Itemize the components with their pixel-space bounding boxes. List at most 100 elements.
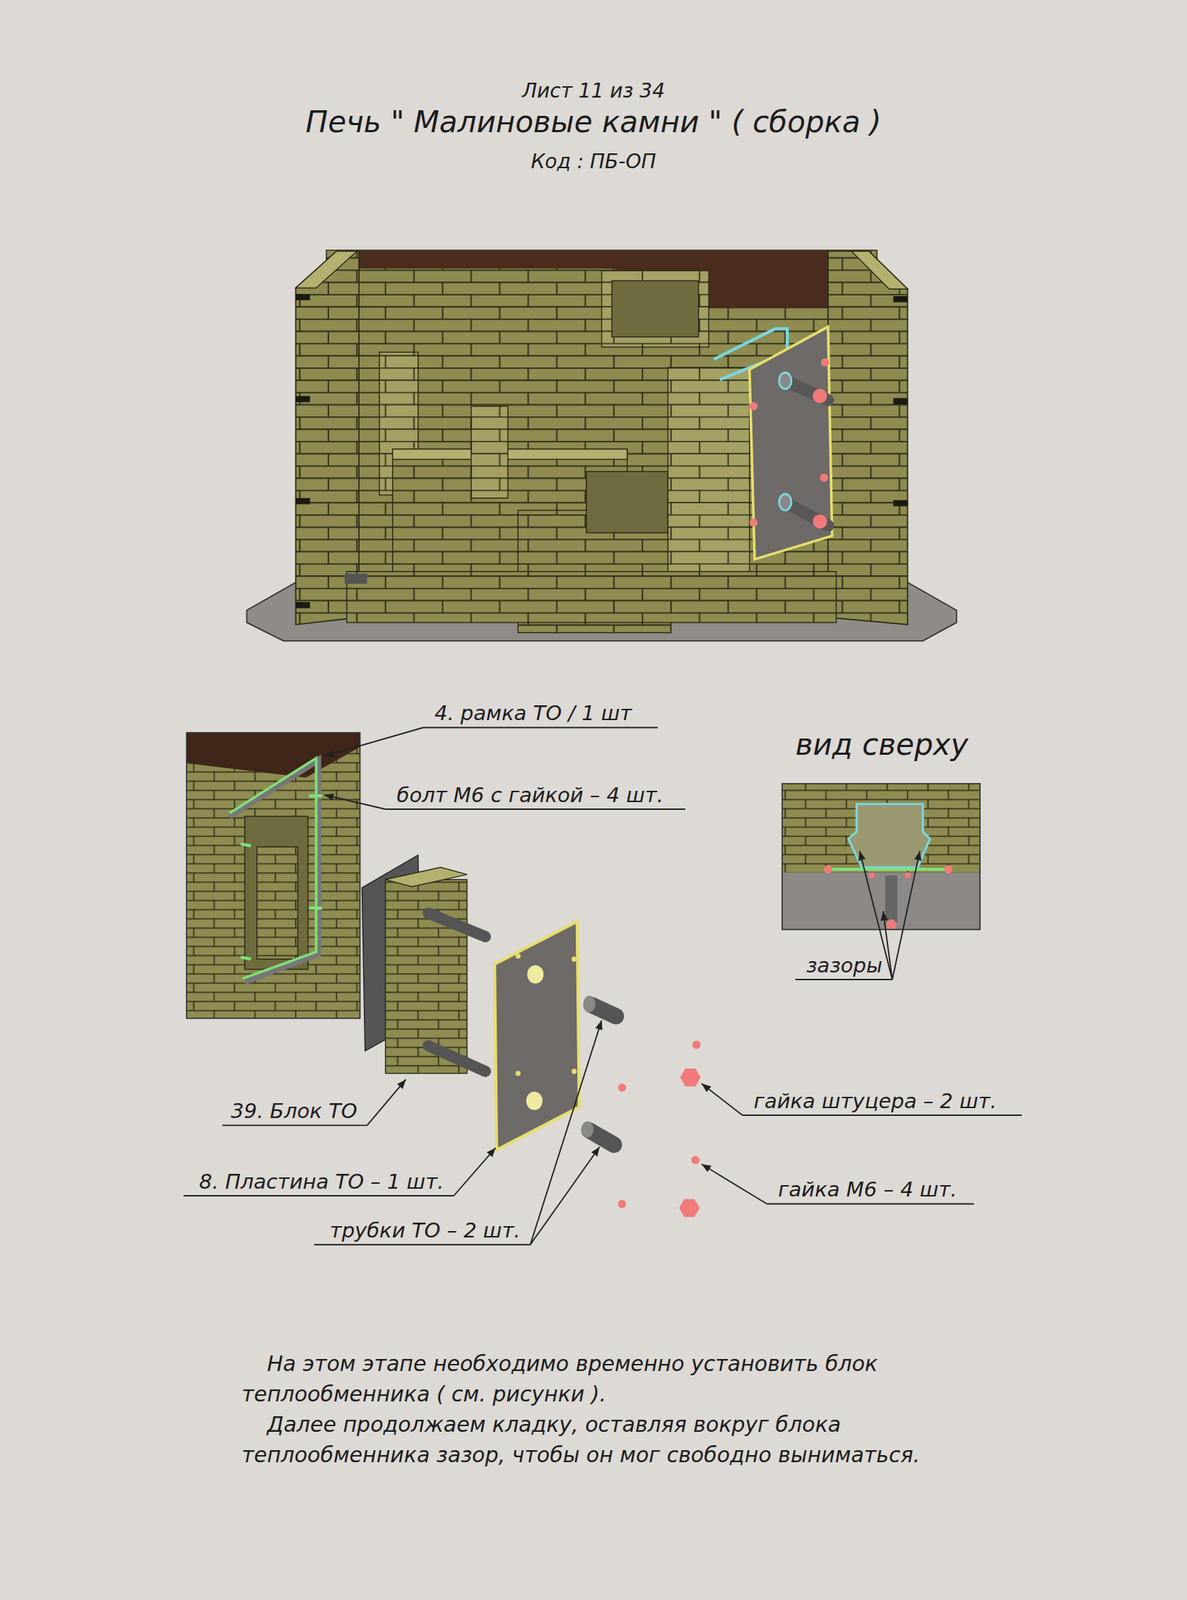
frame-detail-part bbox=[257, 846, 299, 959]
frame-detail-part bbox=[244, 816, 308, 969]
top-view-border bbox=[782, 783, 980, 930]
nuts-part bbox=[680, 1068, 701, 1086]
label-underline bbox=[795, 978, 893, 980]
label-underline bbox=[385, 808, 686, 810]
stove-assembly-part bbox=[828, 251, 908, 625]
stove-assembly-part bbox=[812, 514, 827, 529]
leader-lines-part bbox=[324, 727, 424, 757]
label-underline bbox=[766, 1203, 974, 1205]
stove-assembly-part bbox=[851, 251, 908, 289]
note-text: Далее продолжаем кладку, оставляя вокруг… bbox=[241, 1408, 997, 1470]
top-view-part bbox=[782, 871, 980, 930]
tubes-part bbox=[589, 1130, 614, 1145]
top-view-part bbox=[886, 919, 896, 930]
nuts-part bbox=[618, 1083, 627, 1092]
exchanger-plate-part bbox=[515, 953, 521, 959]
exchanger-block bbox=[361, 854, 486, 1074]
view-title: вид сверху bbox=[795, 727, 969, 763]
exchanger-plate-part bbox=[571, 1068, 577, 1074]
stove-assembly-part bbox=[749, 326, 833, 559]
label-underlines bbox=[183, 727, 1022, 1245]
stove-assembly-part bbox=[611, 280, 699, 337]
top-view-part bbox=[869, 871, 876, 879]
leader-lines-part bbox=[367, 1078, 407, 1125]
stove-assembly-part bbox=[296, 251, 359, 625]
callout-label: трубки ТО – 2 шт. bbox=[329, 1218, 521, 1243]
top-view-part bbox=[825, 867, 951, 871]
frame-detail-part bbox=[229, 760, 319, 982]
callout-label: гайка штуцера – 2 шт. bbox=[753, 1088, 997, 1114]
callout-label: 4. рамка ТО / 1 шт bbox=[434, 700, 632, 726]
stove-assembly-part bbox=[344, 573, 368, 584]
stove-assembly-part bbox=[296, 601, 311, 609]
frame-detail-part bbox=[240, 956, 251, 959]
tubes bbox=[581, 995, 617, 1145]
top-view-part bbox=[943, 864, 953, 874]
exchanger-block-part bbox=[428, 912, 486, 937]
frame-detail-part bbox=[240, 843, 251, 846]
leader-lines-part bbox=[883, 910, 893, 980]
exchanger-plate-part bbox=[515, 1070, 521, 1076]
nuts bbox=[618, 1040, 701, 1217]
leader-lines bbox=[324, 727, 920, 1245]
label-underline bbox=[742, 1114, 1022, 1116]
callout-label: болт М6 с гайкой – 4 шт. bbox=[397, 782, 664, 808]
label-underline bbox=[183, 1194, 454, 1197]
stove-assembly-part bbox=[601, 270, 710, 347]
stove-assembly-part bbox=[821, 358, 830, 367]
stove-assembly-part bbox=[336, 250, 867, 269]
sheet-header: Лист 11 из 34 bbox=[0, 79, 1187, 104]
stove-assembly-part bbox=[812, 388, 827, 403]
stove-assembly-part bbox=[296, 293, 311, 301]
stove-assembly-part bbox=[779, 372, 792, 389]
nuts-part bbox=[692, 1040, 701, 1050]
exchanger-plate-part bbox=[526, 1091, 543, 1110]
stove-assembly-part bbox=[296, 251, 358, 289]
callout-label: гайка М6 – 4 шт. bbox=[777, 1177, 957, 1202]
top-view-part bbox=[782, 783, 980, 874]
exchanger-block-part bbox=[385, 866, 468, 887]
stove-assembly-part bbox=[893, 296, 908, 303]
stove-assembly-part bbox=[346, 571, 837, 623]
stove-assembly-part bbox=[893, 500, 908, 507]
frame-detail bbox=[186, 732, 360, 1019]
leader-lines-part bbox=[892, 850, 920, 980]
exchanger-plate-part bbox=[571, 956, 577, 962]
frame-detail-part bbox=[308, 906, 323, 910]
stove-assembly-part bbox=[471, 406, 509, 499]
top-view-part bbox=[885, 875, 898, 923]
leader-lines-part bbox=[530, 1020, 602, 1245]
top-view bbox=[782, 783, 980, 930]
top-view-part bbox=[823, 864, 833, 874]
exchanger-plate-part bbox=[527, 965, 544, 984]
callout-label: 8. Пластина ТО – 1 шт. bbox=[199, 1169, 444, 1195]
stove-assembly-part bbox=[779, 493, 792, 511]
nuts-part bbox=[618, 1199, 627, 1209]
note-text: На этом этапе необходимо временно устано… bbox=[241, 1348, 997, 1409]
exchanger-block-part bbox=[428, 1045, 486, 1072]
exchanger-plate-part bbox=[494, 921, 580, 1150]
exchanger-plate bbox=[494, 921, 580, 1150]
stove-assembly-part bbox=[296, 395, 311, 403]
nuts-part bbox=[691, 1155, 701, 1165]
stove-assembly-part bbox=[296, 498, 311, 505]
leader-lines-part bbox=[701, 1163, 767, 1204]
tubes-part bbox=[581, 1121, 594, 1138]
stove-assembly bbox=[246, 250, 957, 641]
detail-border bbox=[186, 732, 360, 1019]
leader-lines-part bbox=[530, 1146, 600, 1245]
frame-detail-part bbox=[186, 732, 360, 1019]
leader-lines-part bbox=[701, 1083, 743, 1115]
note-block: На этом этапе необходимо временно устано… bbox=[241, 1348, 997, 1470]
sheet-header: Код : ПБ-ОП bbox=[0, 149, 1187, 174]
leader-lines-part bbox=[324, 794, 386, 809]
frame-detail-part bbox=[229, 758, 317, 979]
leader-lines-part bbox=[453, 1147, 496, 1196]
stove-assembly-part bbox=[749, 518, 759, 528]
stove-assembly-part bbox=[392, 449, 628, 460]
frame-detail-part bbox=[308, 794, 323, 797]
stove-assembly-part bbox=[586, 471, 668, 533]
stove-assembly-part bbox=[819, 473, 829, 482]
